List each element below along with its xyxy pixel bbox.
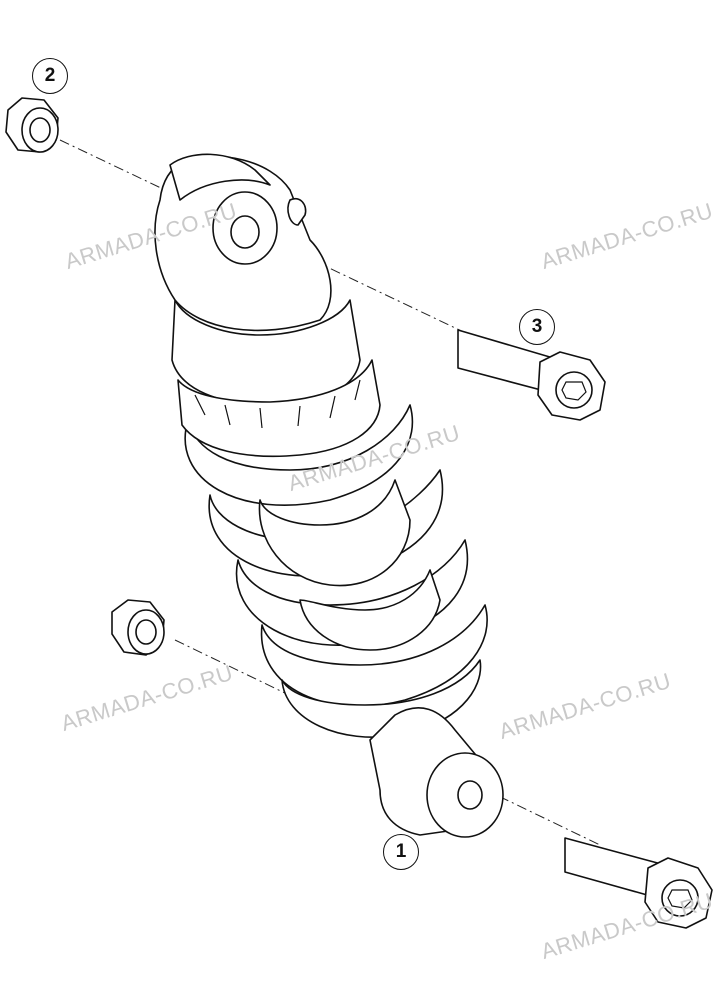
- callout-nut: 2: [32, 58, 68, 94]
- bolt-lower: [564, 837, 713, 929]
- callout-shock: 1: [383, 834, 419, 870]
- damper-body: [171, 299, 441, 651]
- flange-nut-lower: [111, 599, 165, 656]
- flange-nut-top: [5, 97, 59, 153]
- lower-mount: [369, 706, 504, 838]
- bolt-top: [457, 329, 606, 421]
- top-mount: [154, 153, 332, 332]
- callout-bolt: 3: [519, 309, 555, 345]
